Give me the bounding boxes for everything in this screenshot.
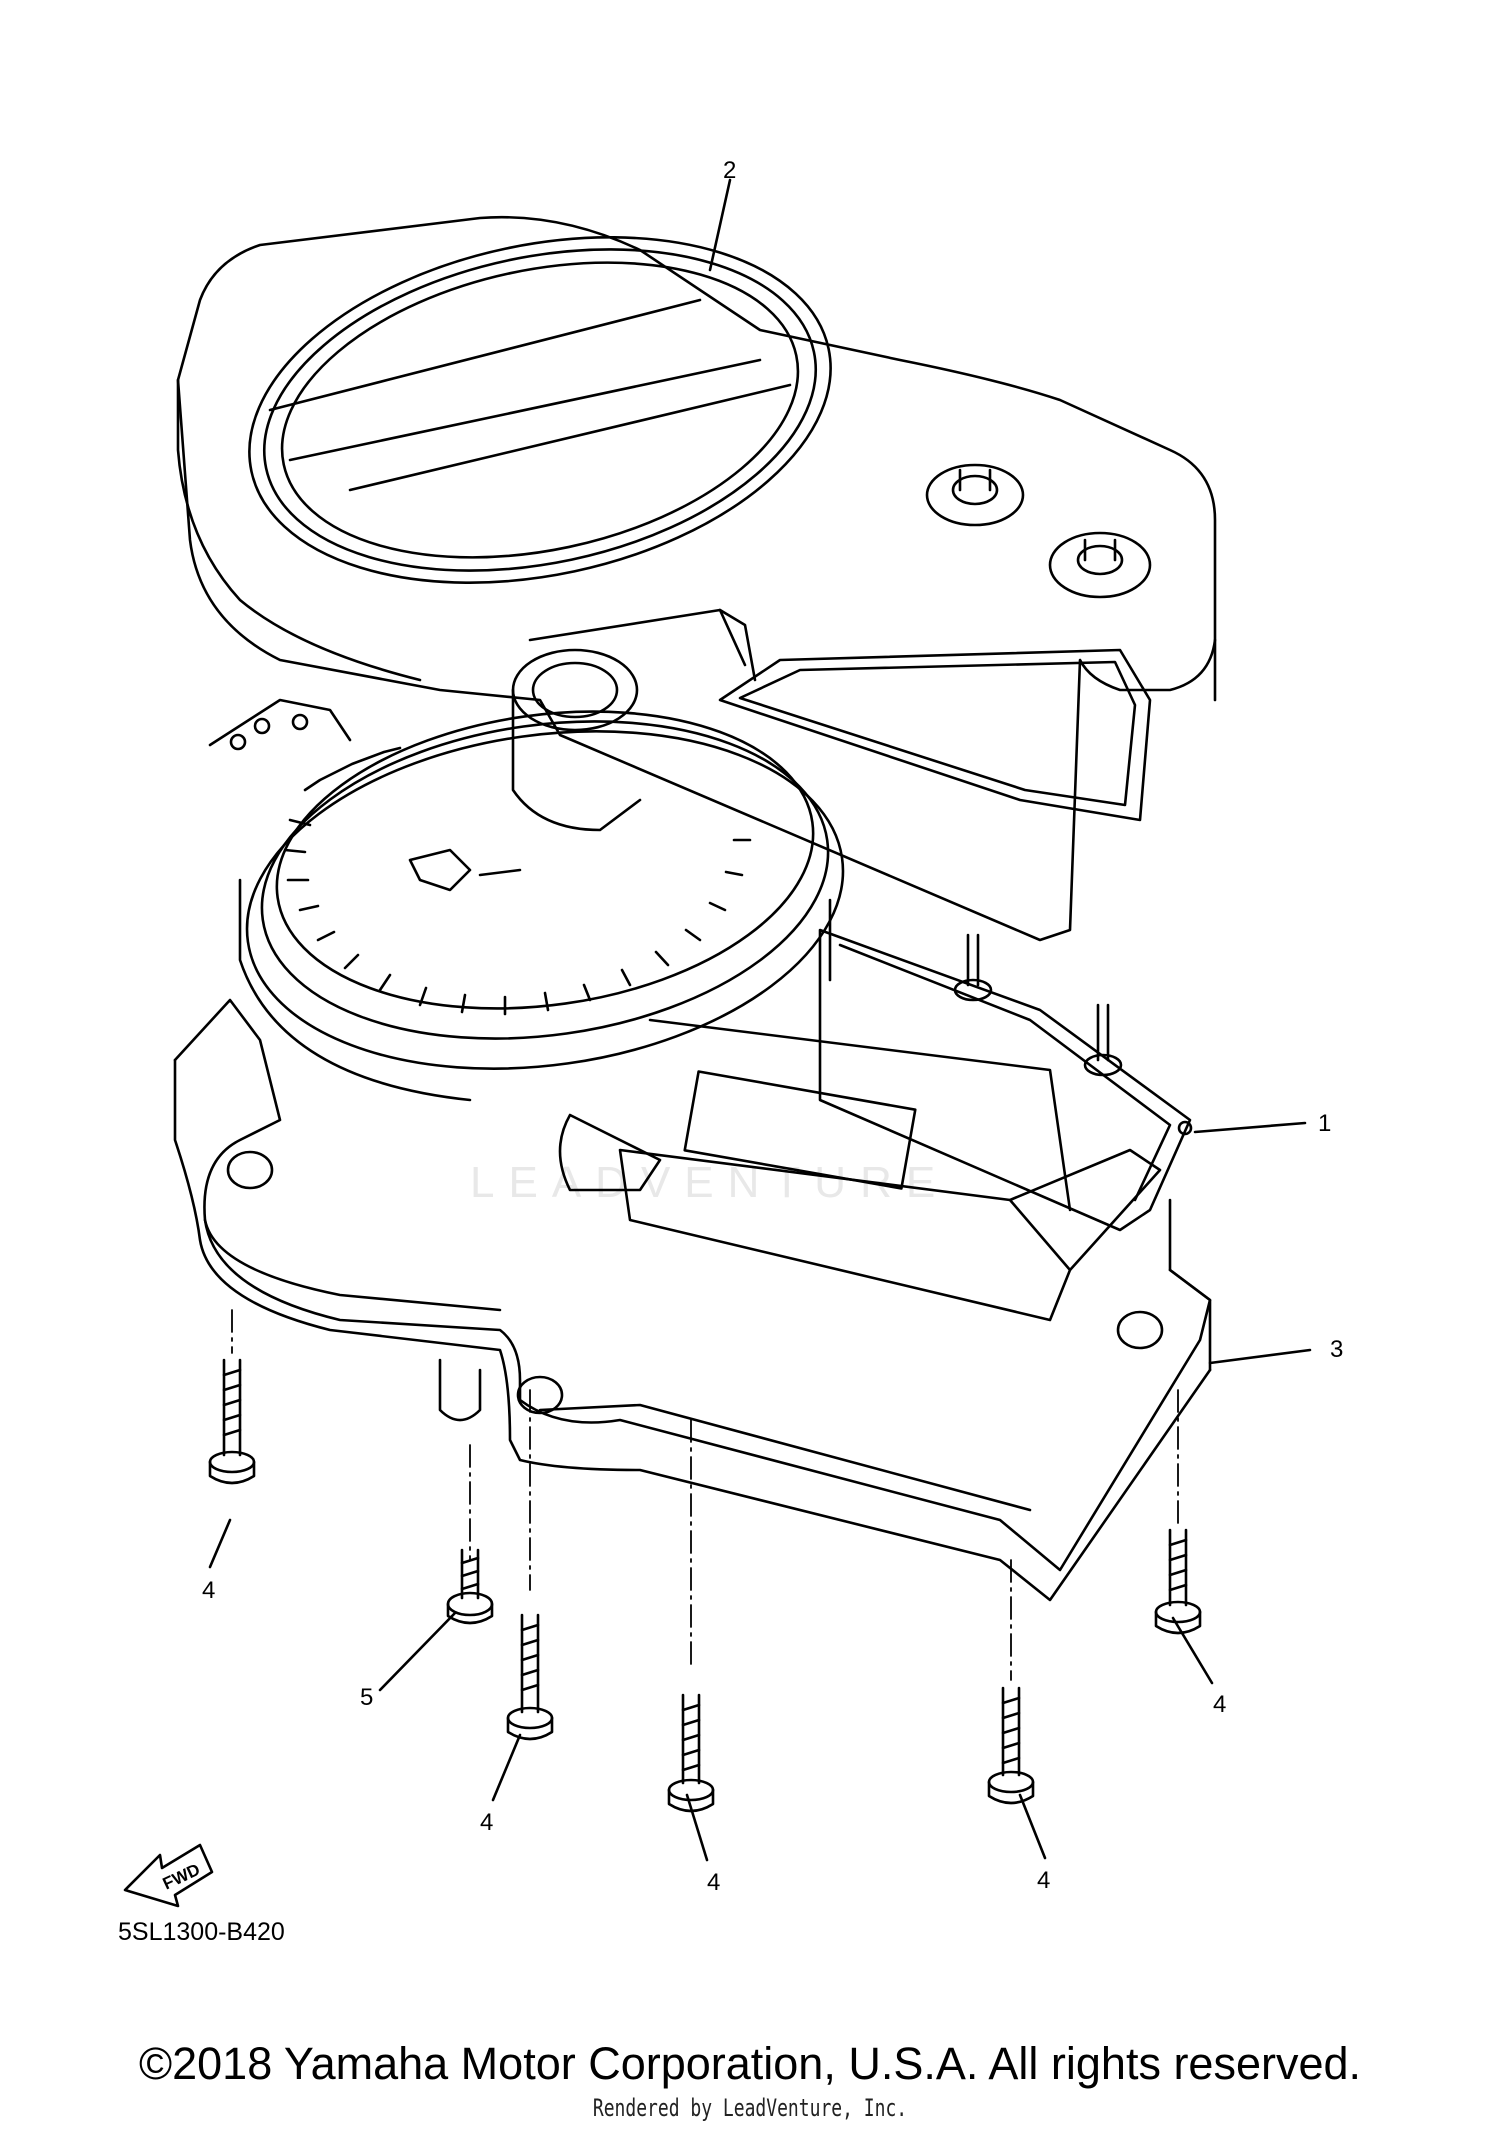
screw-4b xyxy=(506,1613,554,1741)
leadventure-watermark: LEADVENTURE xyxy=(470,1158,950,1207)
callout-4c: 4 xyxy=(707,1869,720,1896)
leader-2 xyxy=(708,178,732,272)
screw-4e xyxy=(1154,1528,1202,1635)
callout-4d: 4 xyxy=(1037,1867,1050,1894)
leader-4b xyxy=(491,1733,522,1802)
meter-cover-part-2 xyxy=(176,215,1217,942)
screw-5 xyxy=(446,1548,494,1625)
leader-1 xyxy=(1193,1121,1307,1134)
meter-assembly-part-1 xyxy=(208,698,1193,1322)
screw-4c xyxy=(667,1693,715,1813)
leader-4d xyxy=(1018,1793,1047,1860)
callout-3: 3 xyxy=(1330,1336,1343,1363)
part-code: 5SL1300-B420 xyxy=(118,1918,285,1946)
leader-4e xyxy=(1171,1616,1214,1685)
leader-4a xyxy=(208,1518,232,1569)
leader-5 xyxy=(378,1611,457,1692)
rendered-by-notice: Rendered by LeadVenture, Inc. xyxy=(592,2094,908,2122)
leader-4c xyxy=(685,1793,709,1862)
callout-4a: 4 xyxy=(202,1577,215,1604)
copyright-notice: ©2018 Yamaha Motor Corporation, U.S.A. A… xyxy=(138,2038,1362,2089)
callout-4b: 4 xyxy=(480,1809,493,1836)
screw-4a xyxy=(208,1358,256,1485)
callout-1: 1 xyxy=(1318,1110,1331,1137)
fwd-arrow-icon xyxy=(123,1843,214,1908)
assembly-axis-lines xyxy=(231,1309,1179,1681)
screw-4d xyxy=(987,1686,1035,1805)
callout-5: 5 xyxy=(360,1684,373,1711)
leader-3 xyxy=(1208,1348,1312,1365)
callout-2: 2 xyxy=(723,157,736,184)
callout-4e: 4 xyxy=(1213,1691,1226,1718)
lower-case-part-3 xyxy=(173,998,1212,1602)
